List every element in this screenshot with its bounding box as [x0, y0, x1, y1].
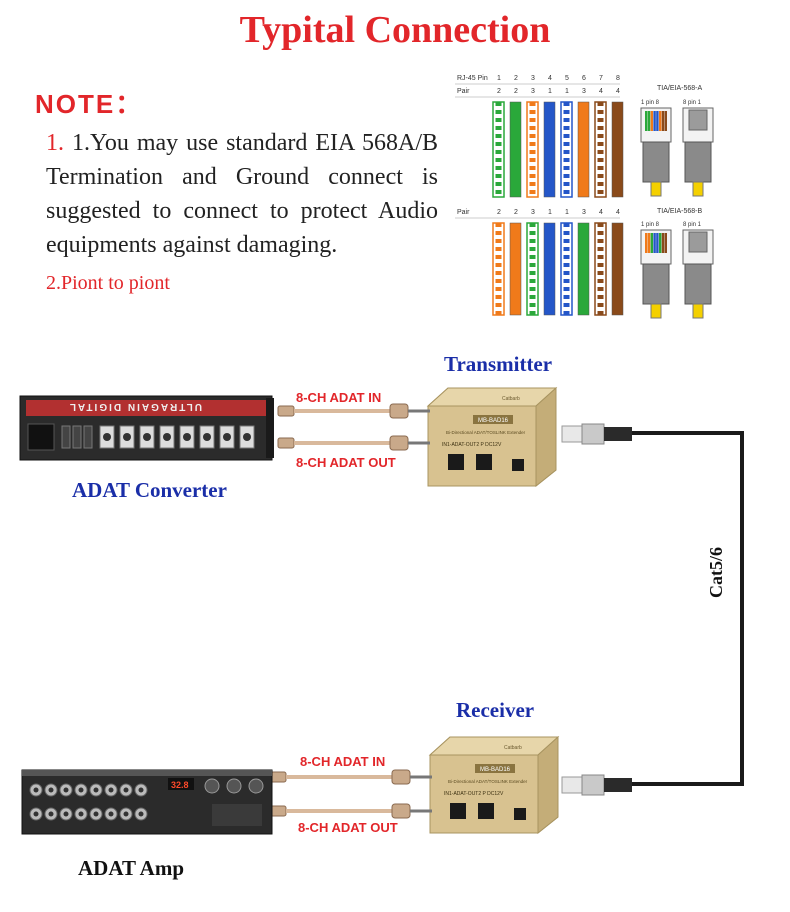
optical-cable-in-top: [277, 403, 430, 419]
standard-568b-label: TIA/EIA-568-B: [657, 208, 702, 215]
pin-row-label: RJ-45 Pin: [457, 75, 488, 82]
adat-in-label-top: 8-CH ADAT IN: [296, 390, 382, 405]
wire: [594, 101, 607, 198]
plug-b-pin-label-right: 8 pin 1: [683, 222, 702, 228]
rj45-connector-bottom: [561, 774, 632, 796]
pair-number: 4: [616, 88, 620, 95]
wire: [492, 222, 505, 316]
wire: [594, 222, 607, 316]
wire: [577, 101, 590, 198]
receiver-model: MB-BAD16: [480, 767, 511, 773]
adat-converter-device: ULTRAGAIN DIGITAL: [19, 395, 274, 461]
pin-number: 1: [497, 75, 501, 82]
note-heading: NOTE：: [35, 89, 144, 119]
wire: [492, 101, 505, 198]
transmitter-desc: Bi-Directional ADAT/TOSLINK Extender: [446, 430, 526, 435]
pair-number: 3: [582, 88, 586, 95]
pair-number: 4: [616, 209, 620, 216]
rj45-plug-icon: [682, 107, 714, 197]
wire: [611, 222, 624, 316]
pair-row-label-bottom: Pair: [457, 209, 470, 216]
wire: [577, 222, 590, 316]
rj45-plug-icon: [640, 229, 672, 319]
wire: [509, 222, 522, 316]
pin-number-row: 1 2 3 4 5 6 7 8: [497, 75, 620, 82]
receiver-ports: IN1-ADAT-OUT2 P DC12V: [444, 791, 504, 797]
wire: [526, 101, 539, 198]
pair-number: 2: [514, 88, 518, 95]
transmitter-ports: IN1-ADAT-OUT2 P DC12V: [442, 442, 502, 448]
pin-number: 6: [582, 75, 586, 82]
pin-number: 7: [599, 75, 603, 82]
plug-a-pin-label-right: 8 pin 1: [683, 100, 702, 106]
pair-number: 2: [497, 88, 501, 95]
adat-out-label-bottom: 8-CH ADAT OUT: [298, 820, 398, 835]
standard-568a-label: TIA/EIA-568-A: [657, 85, 702, 92]
adat-converter-label: ADAT Converter: [72, 478, 227, 502]
adat-amp-label: ADAT Amp: [78, 856, 184, 880]
optical-cable-out-bottom: [269, 803, 432, 819]
cat-cable: [632, 431, 744, 786]
receiver-brand: Catbarb: [504, 745, 522, 751]
page-title: Typital Connection: [239, 9, 551, 51]
note-item-1-text: 1.You may use standard EIA 568A/B Termin…: [46, 130, 438, 258]
note-item-1: 1. 1.You may use standard EIA 568A/B Ter…: [46, 126, 438, 262]
optical-cable-out-top: [277, 435, 430, 451]
pair-number: 1: [548, 209, 552, 216]
rj45-plug-icon: [682, 229, 714, 319]
receiver-box: MB-BAD16 Catbarb Bi-Directional ADAT/TOS…: [428, 735, 560, 835]
pair-number: 3: [531, 209, 535, 216]
pin-number: 4: [548, 75, 552, 82]
note-item-2: 2.Piont to piont: [46, 272, 170, 294]
pair-number-row-top: 2 2 3 1 1 3 4 4: [497, 88, 620, 95]
rj45-plug-icon: [640, 107, 672, 197]
cat-cable-label: Cat5/6: [706, 547, 726, 598]
pair-number-row-bottom: 2 2 3 1 1 3 4 4: [497, 209, 620, 216]
adat-in-label-bottom: 8-CH ADAT IN: [300, 754, 386, 769]
rj45-connector-top: [561, 423, 632, 445]
adat-out-label-top: 8-CH ADAT OUT: [296, 455, 396, 470]
wire: [560, 222, 573, 316]
pair-number: 2: [514, 209, 518, 216]
pair-number: 1: [565, 209, 569, 216]
pair-number: 4: [599, 88, 603, 95]
plug-a-pin-label-left: 1 pin 8: [641, 100, 660, 106]
wire: [509, 101, 522, 198]
pair-row-label-top: Pair: [457, 88, 470, 95]
converter-brand-text: ULTRAGAIN DIGITAL: [68, 401, 202, 412]
adat-amp-device: 32.8: [21, 769, 273, 835]
transmitter-label: Transmitter: [444, 352, 553, 376]
transmitter-box: MB-BAD16 Catbarb Bi-Directional ADAT/TOS…: [426, 386, 558, 488]
pin-number: 8: [616, 75, 620, 82]
pair-number: 2: [497, 209, 501, 216]
transmitter-model: MB-BAD16: [478, 418, 509, 424]
pair-number: 1: [548, 88, 552, 95]
wire-set-568a: [492, 101, 624, 198]
wire: [526, 222, 539, 316]
wire: [560, 101, 573, 198]
pair-number: 4: [599, 209, 603, 216]
wire: [543, 222, 556, 316]
plug-b-pin-label-left: 1 pin 8: [641, 222, 660, 228]
pair-number: 3: [582, 209, 586, 216]
amp-display-text: 32.8: [171, 780, 189, 790]
wire: [611, 101, 624, 198]
wire: [543, 101, 556, 198]
pin-number: 5: [565, 75, 569, 82]
wire-set-568b: [492, 222, 624, 316]
receiver-desc: Bi-Directional ADAT/TOSLINK Extender: [448, 779, 528, 784]
note-item-1-number: 1.: [46, 130, 64, 156]
connection-diagram: MB-BAD16 Catbarb Bi-Directional ADAT/TOS…: [19, 386, 744, 835]
receiver-label: Receiver: [456, 698, 535, 722]
pin-number: 2: [514, 75, 518, 82]
pair-number: 3: [531, 88, 535, 95]
pin-number: 3: [531, 75, 535, 82]
pair-number: 1: [565, 88, 569, 95]
transmitter-brand: Catbarb: [502, 396, 520, 402]
optical-cable-in-bottom: [269, 769, 432, 785]
